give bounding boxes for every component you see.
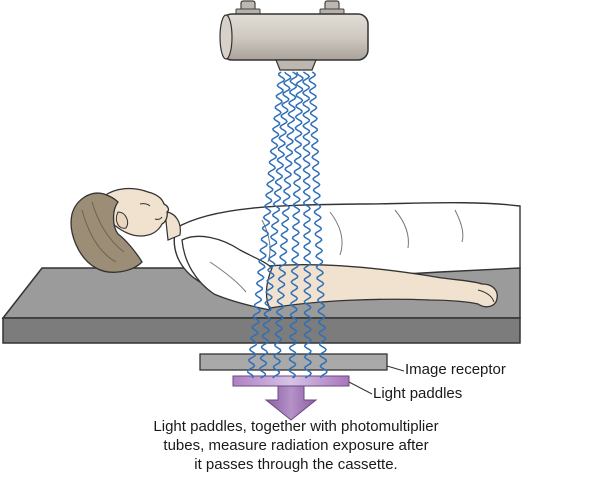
- caption-line: it passes through the cassette.: [194, 456, 398, 473]
- radiation-wave-icon: [258, 71, 292, 379]
- radiation-wave-icon: [272, 71, 298, 379]
- caption: Light paddles, together with photomultip…: [96, 417, 496, 474]
- radiation-wave-icon: [308, 71, 328, 379]
- down-arrow-icon: [264, 385, 318, 421]
- image-receptor-label: Image receptor: [405, 361, 506, 378]
- light-paddles: [232, 375, 350, 387]
- caption-line: Light paddles, together with photomultip…: [153, 418, 439, 435]
- radiation-wave-icon: [288, 71, 304, 379]
- radiation-wave-icon: [302, 71, 313, 379]
- light-paddles-leader: [348, 381, 373, 395]
- image-receptor-leader: [386, 365, 405, 372]
- radiation-wave-icon: [246, 71, 286, 379]
- radiation-beam: [246, 71, 328, 379]
- caption-line: tubes, measure radiation exposure after: [163, 437, 429, 454]
- light-paddles-label: Light paddles: [373, 385, 463, 402]
- x-ray-tube-icon: [219, 0, 369, 71]
